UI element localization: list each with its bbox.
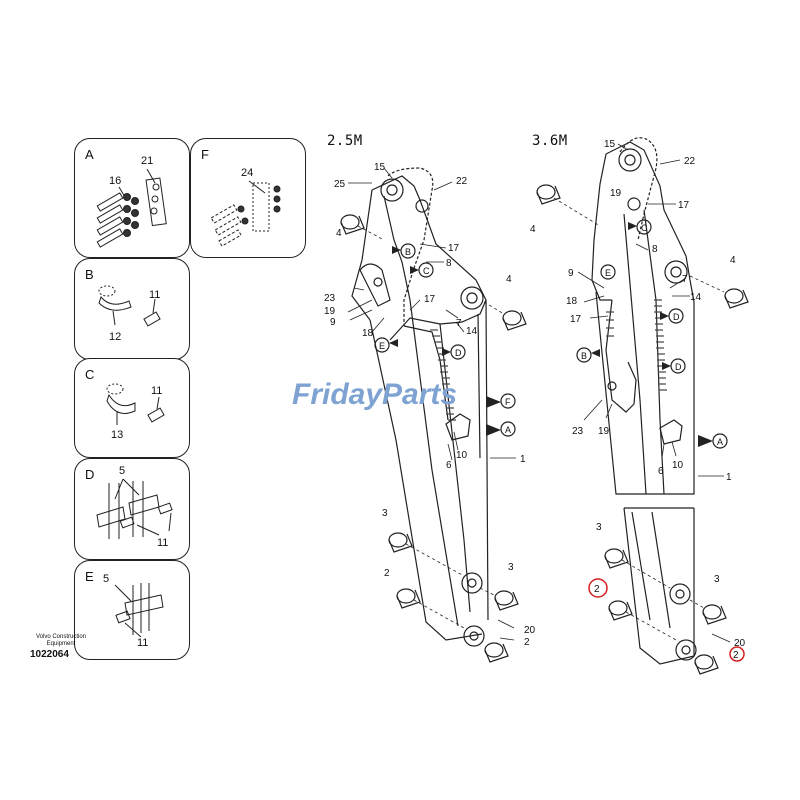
callout-letter-f: F — [505, 397, 511, 407]
detail-box-e: E 5 11 — [74, 560, 190, 660]
part-number: 5 — [103, 573, 110, 585]
callout-label: 1 — [520, 454, 526, 465]
callout-label: 10 — [456, 450, 468, 461]
callout-label: 17 — [448, 243, 460, 254]
callout-label: 22 — [684, 156, 696, 167]
detail-letter-d: D — [85, 467, 95, 482]
bolts-and-plate-drawing — [96, 168, 167, 248]
clamp-drawing — [106, 383, 165, 425]
callout-label: 7 — [682, 274, 688, 285]
callout-label: 23 — [572, 426, 584, 437]
detail-letter-b: B — [85, 267, 94, 282]
callout-label: 19 — [610, 188, 622, 199]
document-number: 1022064 — [30, 649, 69, 660]
callout-label: 3 — [596, 522, 602, 533]
callout-label: 2 — [524, 637, 530, 648]
highlight-circle — [588, 578, 608, 598]
callout-label: 17 — [678, 200, 690, 211]
callout-label: 4 — [730, 255, 736, 266]
callout-letter-b: B — [405, 247, 411, 257]
part-number: 21 — [141, 155, 154, 167]
callout-label: 7 — [456, 318, 462, 329]
callout-label: 2 — [384, 568, 390, 579]
callout-label: 10 — [672, 460, 684, 471]
callout-label: 17 — [570, 314, 582, 325]
callout-label: 18 — [566, 296, 578, 307]
callout-label: 9 — [568, 268, 574, 279]
callout-label: 1 — [726, 472, 732, 483]
detail-letter-f: F — [201, 147, 209, 162]
callout-label: 15 — [604, 139, 616, 150]
callout-label: 8 — [446, 258, 452, 269]
part-number: 5 — [119, 465, 126, 477]
part-number: 11 — [157, 537, 169, 549]
variant-label-3-6m: 3.6M — [532, 133, 568, 149]
callout-label: 14 — [690, 292, 702, 303]
mounting-bracket-drawing — [210, 180, 281, 247]
callout-letter-c: C — [641, 223, 648, 233]
callout-label: 20 — [734, 638, 746, 649]
callout-label: 4 — [336, 228, 342, 239]
callout-letter-a: A — [717, 437, 723, 447]
callout-label: 25 — [334, 179, 346, 190]
hose-clamp-drawing — [96, 478, 173, 539]
callout-letter-d: D — [673, 312, 680, 322]
part-number: 11 — [149, 289, 161, 301]
detail-box-d: D 5 11 — [74, 458, 190, 560]
callout-label: 17 — [424, 294, 436, 305]
part-number: 16 — [109, 175, 122, 187]
clamp-drawing — [98, 285, 161, 327]
callout-label: 22 — [456, 176, 468, 187]
callout-letter-e: E — [379, 341, 385, 351]
callout-letter-d: D — [455, 348, 462, 358]
detail-letter-e: E — [85, 569, 94, 584]
callout-label: 6 — [658, 466, 664, 477]
part-number: 11 — [137, 637, 149, 649]
watermark-part1: Friday — [292, 378, 383, 411]
callout-label: 18 — [362, 328, 374, 339]
watermark-part2: Parts — [382, 378, 458, 411]
callout-letter-b: B — [581, 351, 587, 361]
part-number: 11 — [151, 385, 163, 397]
callout-label: 9 — [330, 317, 336, 328]
highlight-circle — [729, 646, 745, 662]
part-number: 24 — [241, 167, 254, 179]
callout-label: 3 — [382, 508, 388, 519]
callout-label: 19 — [324, 306, 336, 317]
part-number: 13 — [111, 429, 124, 441]
callout-label: 2 — [733, 650, 739, 661]
callout-label: 4 — [530, 224, 536, 235]
detail-box-b: B 11 12 — [74, 258, 190, 360]
variant-label-2-5m: 2.5M — [327, 133, 363, 149]
detail-letter-a: A — [85, 147, 94, 162]
callout-letter-c: C — [423, 266, 430, 276]
callout-label: 8 — [652, 244, 658, 255]
callout-label: 2 — [594, 584, 600, 595]
detail-box-c: C 11 13 — [74, 358, 190, 458]
callout-label: 15 — [374, 162, 386, 173]
callout-label: 20 — [524, 625, 536, 636]
callout-label: 3 — [508, 562, 514, 573]
callout-label: 19 — [598, 426, 610, 437]
detail-box-f: F 24 — [190, 138, 306, 258]
callout-label: 14 — [466, 326, 478, 337]
callout-label: 6 — [446, 460, 452, 471]
callout-letter-e: E — [605, 268, 611, 278]
callout-label: 4 — [506, 274, 512, 285]
detail-letter-c: C — [85, 367, 95, 382]
part-number: 12 — [109, 331, 122, 343]
manufacturer-credit: Volvo Construction Equipment — [35, 634, 87, 647]
callout-letter-d: D — [675, 362, 682, 372]
watermark-logo: FridayParts — [292, 378, 457, 412]
callout-label: 3 — [714, 574, 720, 585]
callout-letter-a: A — [505, 425, 511, 435]
callout-label: 23 — [324, 293, 336, 304]
hose-clamp-drawing — [114, 583, 164, 638]
detail-box-a: A 21 16 — [74, 138, 190, 258]
